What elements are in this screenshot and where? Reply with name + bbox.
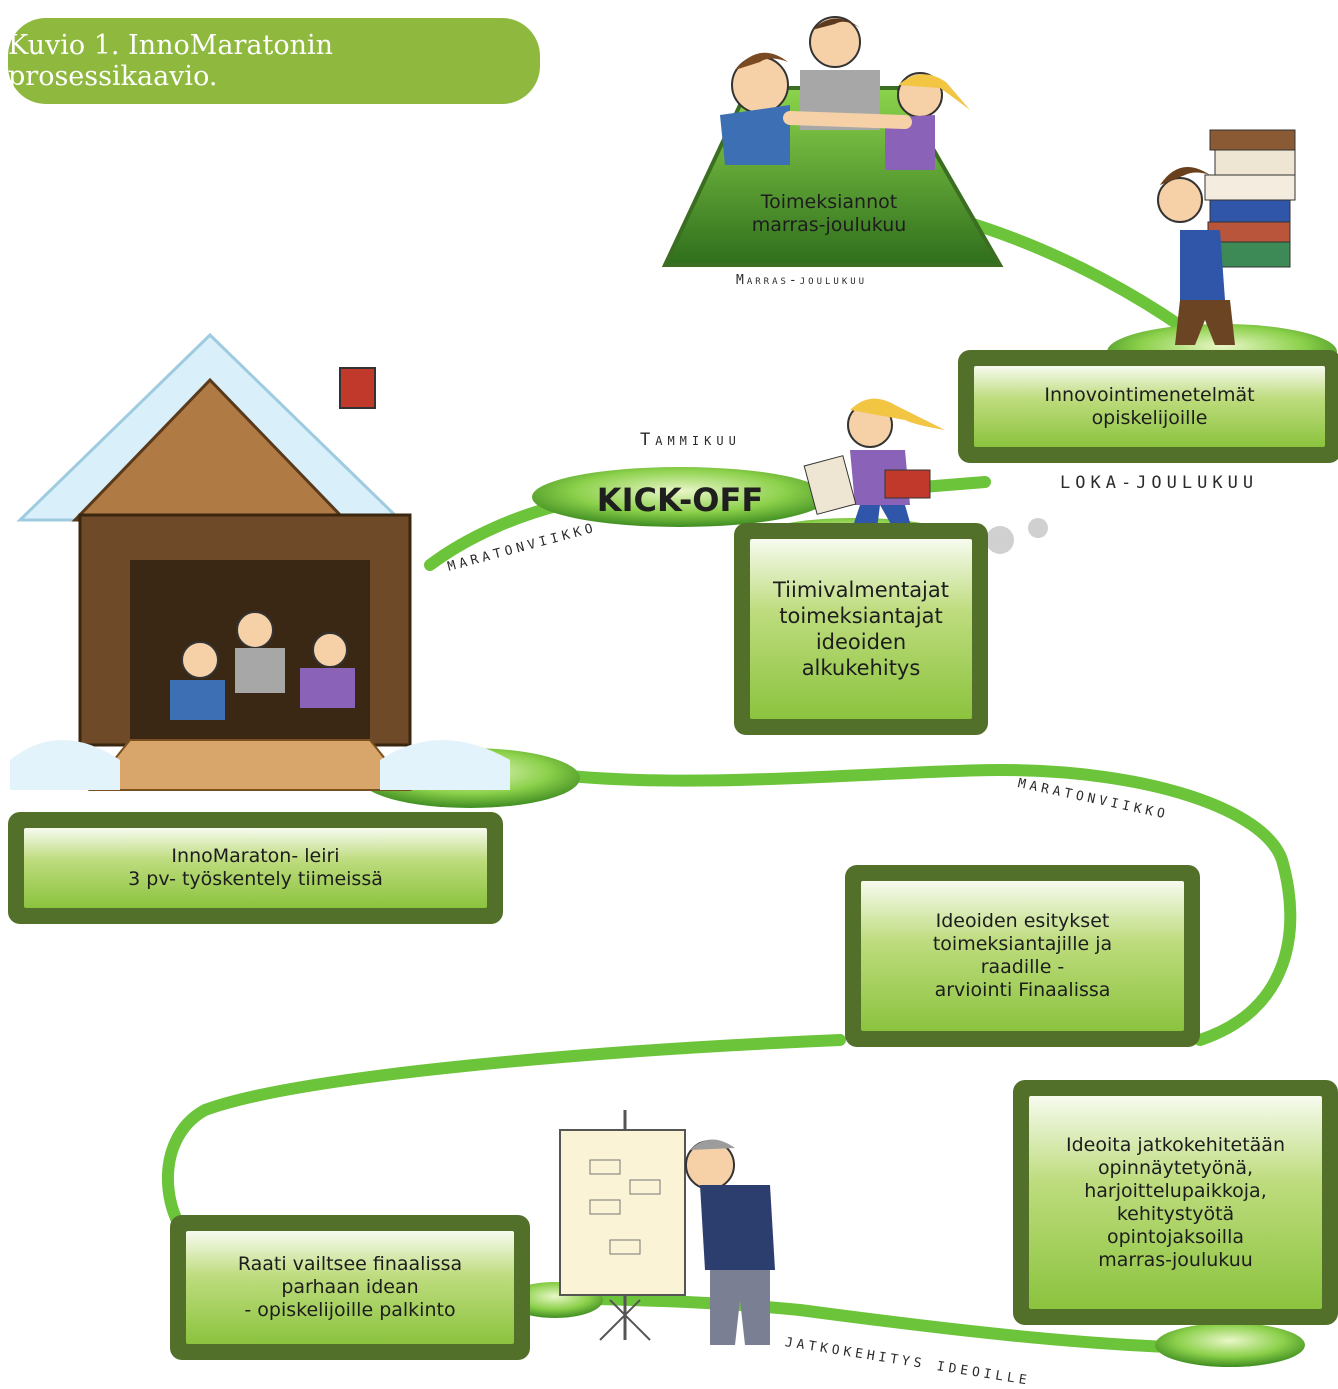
- stage-innovointi: Innovointimenetelmät opiskelijoille: [958, 350, 1338, 463]
- stage-innovointi-text: Innovointimenetelmät opiskelijoille: [1044, 383, 1255, 429]
- page-title: Kuvio 1. InnoMaratonin prosessikaavio.: [8, 18, 540, 104]
- stage-innovointi-body: Innovointimenetelmät opiskelijoille: [974, 366, 1325, 447]
- platform-jatko: [1155, 1323, 1305, 1367]
- stage-toimeksiannot-body: Toimeksiannot marras-joulukuu: [734, 180, 924, 248]
- stage-raati-text: Raati vailtsee finaalissa parhaan idean …: [237, 1253, 463, 1321]
- stage-raati-body: Raati vailtsee finaalissa parhaan idean …: [186, 1231, 514, 1344]
- runner-illustration: [803, 398, 1048, 554]
- stage-leiri: InnoMaraton- leiri 3 pv- työskentely tii…: [8, 812, 503, 924]
- cabin-illustration: [10, 332, 510, 791]
- stage-leiri-body: InnoMaraton- leiri 3 pv- työskentely tii…: [24, 828, 487, 908]
- stage-jatko: Ideoita jatkokehitetään opinnäytetyönä, …: [1013, 1080, 1338, 1325]
- stage-esitykset: Ideoiden esitykset toimeksiantajille ja …: [845, 865, 1200, 1047]
- stage-esitykset-text: Ideoiden esitykset toimeksiantajille ja …: [932, 910, 1113, 1001]
- stage-jatko-body: Ideoita jatkokehitetään opinnäytetyönä, …: [1029, 1096, 1322, 1309]
- stage-toimeksiannot-text: Toimeksiannot marras-joulukuu: [751, 191, 907, 236]
- stage-jatko-text: Ideoita jatkokehitetään opinnäytetyönä, …: [1066, 1133, 1285, 1271]
- label-tammikuu: Tammikuu: [640, 430, 741, 450]
- stage-leiri-text: InnoMaraton- leiri 3 pv- työskentely tii…: [128, 845, 383, 890]
- stage-tiimivalmentajat-body: Tiimivalmentajat toimeksiantajat ideoide…: [750, 539, 972, 719]
- team-illustration: [720, 16, 970, 170]
- stage-tiimivalmentajat-text: Tiimivalmentajat toimeksiantajat ideoide…: [773, 578, 949, 680]
- platform-kickoff: [532, 467, 828, 527]
- stage-esitykset-body: Ideoiden esitykset toimeksiantajille ja …: [861, 881, 1184, 1031]
- kickoff-label: KICK-OFF: [596, 481, 764, 519]
- stage-raati: Raati vailtsee finaalissa parhaan idean …: [170, 1215, 530, 1360]
- stage-toimeksiannot: Toimeksiannot marras-joulukuu: [734, 180, 924, 248]
- label-loka-joulukuu: LOKA-JOULUKUU: [1060, 473, 1259, 493]
- stage-tiimivalmentajat: Tiimivalmentajat toimeksiantajat ideoide…: [734, 523, 988, 735]
- judge-illustration: [559, 1110, 775, 1345]
- label-marras-joulukuu: Marras-joulukuu: [736, 273, 868, 288]
- books-illustration: [1157, 129, 1296, 345]
